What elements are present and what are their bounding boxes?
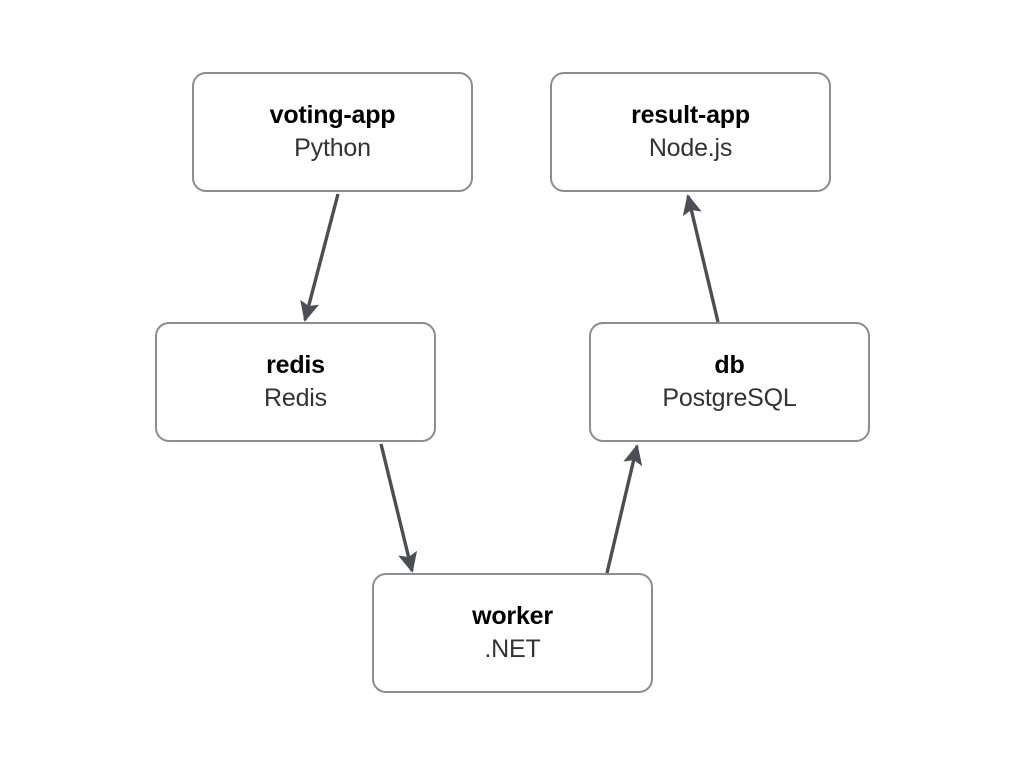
node-voting-app[interactable]: voting-app Python [192,72,473,192]
edge-line [605,444,643,574]
node-technology: Python [294,134,371,162]
edge-line [379,443,418,573]
node-result-app[interactable]: result-app Node.js [550,72,831,192]
node-redis[interactable]: redis Redis [155,322,436,442]
edge-redis-to-worker [379,443,418,573]
node-technology: Node.js [648,134,733,162]
node-technology: Redis [264,384,327,412]
edge-line [682,194,720,323]
node-title: result-app [631,100,750,129]
edge-line [300,193,340,322]
node-technology: PostgreSQL [662,384,797,412]
node-technology: .NET [484,635,541,663]
edge-worker-to-db [605,444,643,574]
node-worker[interactable]: worker .NET [372,573,653,693]
node-title: redis [266,350,325,379]
node-db[interactable]: db PostgreSQL [589,322,870,442]
node-title: db [714,350,745,379]
edge-db-to-result-app [682,194,720,323]
node-title: worker [472,601,553,630]
edge-voting-app-to-redis [300,193,340,322]
node-title: voting-app [269,100,396,129]
